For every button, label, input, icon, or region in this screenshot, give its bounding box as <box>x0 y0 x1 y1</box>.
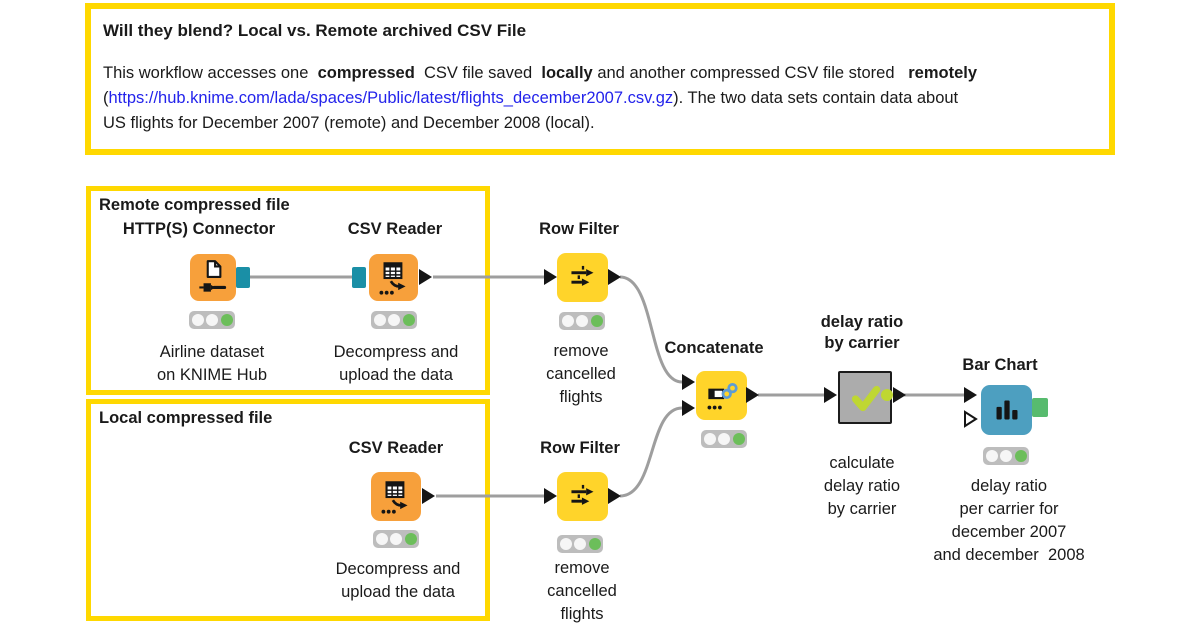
bar-chart-input-port[interactable] <box>964 387 977 403</box>
status-dot <box>718 433 730 445</box>
status-dot <box>388 314 400 326</box>
node-caption-delay-component[interactable]: calculate delay ratio by carrier <box>823 454 901 518</box>
description-bold-remotely: remotely <box>908 64 978 82</box>
document-plug-icon <box>199 259 227 292</box>
node-title-delay-component: delay ratio by carrier <box>820 313 904 352</box>
remote-group-label: Remote compressed file <box>99 196 290 214</box>
table-link-icon <box>707 382 738 409</box>
node-caption-bar-chart[interactable]: delay ratio per carrier for december 200… <box>933 477 1085 564</box>
status-traffic-light <box>371 311 417 329</box>
node-title-row-filter-bottom: Row Filter <box>540 439 620 457</box>
node-title-http-connector: HTTP(S) Connector <box>122 220 276 238</box>
wire-rowfilter-bottom-to-concat[interactable] <box>619 406 683 498</box>
status-dot <box>574 538 586 550</box>
wire-rowfilter-top-to-concat[interactable] <box>619 275 683 384</box>
csv-local-output-port[interactable] <box>422 488 435 504</box>
status-dot-green <box>732 433 745 445</box>
description-text: ( <box>103 89 109 107</box>
annotation-title: Will they blend? Local vs. Remote archiv… <box>103 21 527 40</box>
description-text: ). The two data sets contain data about <box>673 89 959 107</box>
node-csv-reader-local[interactable] <box>371 472 421 521</box>
status-traffic-light <box>557 535 603 553</box>
row-filter-bottom-input-port[interactable] <box>544 488 557 504</box>
status-traffic-light <box>373 530 419 548</box>
row-filter-top-output-port[interactable] <box>608 269 621 285</box>
component-circle-port[interactable] <box>881 389 893 401</box>
csv-remote-input-port[interactable] <box>352 267 366 288</box>
description-text: CSV file saved <box>414 64 542 82</box>
description-bold-compressed: compressed <box>317 64 415 82</box>
component-output-port[interactable] <box>893 387 906 403</box>
status-dot <box>985 450 998 462</box>
table-arrow-icon <box>381 480 408 514</box>
concatenate-input-port-2[interactable] <box>682 400 695 416</box>
status-dot-green <box>1014 450 1027 462</box>
node-caption-http[interactable]: Airline dataset on KNIME Hub <box>156 343 268 384</box>
node-caption-row-filter-top[interactable]: remove cancelled flights <box>546 342 616 406</box>
status-dot <box>576 315 588 327</box>
filter-arrows-icon <box>570 265 593 286</box>
status-dot <box>390 533 402 545</box>
concatenate-input-port-1[interactable] <box>682 374 695 390</box>
description-bold-locally: locally <box>541 64 593 82</box>
workflow-annotation-box[interactable]: Will they blend? Local vs. Remote archiv… <box>85 3 1115 155</box>
status-dot-green <box>220 314 233 326</box>
concatenate-output-port[interactable] <box>746 387 759 403</box>
http-output-port[interactable] <box>236 267 250 288</box>
node-caption-csv-local[interactable]: Decompress and upload the data <box>335 560 461 601</box>
status-dot <box>559 538 572 550</box>
status-traffic-light <box>701 430 747 448</box>
csv-remote-output-port[interactable] <box>419 269 432 285</box>
node-title-csv-reader-remote: CSV Reader <box>347 220 443 238</box>
node-title-row-filter-top: Row Filter <box>539 220 619 238</box>
status-dot <box>703 433 716 445</box>
status-traffic-light <box>559 312 605 330</box>
component-input-port[interactable] <box>824 387 837 403</box>
annotation-description: This workflow accesses one compressed CS… <box>103 61 1097 136</box>
status-dot <box>191 314 204 326</box>
status-dot-green <box>404 533 417 545</box>
knime-hub-link[interactable]: https://hub.knime.com/lada/spaces/Public… <box>108 89 674 107</box>
node-http-connector[interactable] <box>190 254 236 301</box>
node-caption-row-filter-bottom[interactable]: remove cancelled flights <box>547 559 617 623</box>
status-dot-green <box>590 315 603 327</box>
local-group-annotation[interactable]: Local compressed file <box>86 399 490 621</box>
status-dot <box>206 314 218 326</box>
node-csv-reader-remote[interactable] <box>369 254 418 301</box>
status-dot-green <box>588 538 601 550</box>
row-filter-bottom-output-port[interactable] <box>608 488 621 504</box>
description-text: US flights for December 2007 (remote) an… <box>103 114 595 132</box>
node-title-bar-chart: Bar Chart <box>962 356 1038 374</box>
node-concatenate[interactable] <box>696 371 747 420</box>
node-title-concatenate: Concatenate <box>664 339 764 357</box>
table-arrow-icon <box>379 261 406 295</box>
node-row-filter-bottom[interactable] <box>557 472 608 521</box>
filter-arrows-icon <box>570 484 593 505</box>
node-title-csv-reader-local: CSV Reader <box>348 439 444 457</box>
remote-group-annotation[interactable]: Remote compressed file <box>86 186 490 395</box>
status-dot <box>1000 450 1012 462</box>
description-text: This workflow accesses one <box>103 64 318 82</box>
bar-chart-optional-input-port[interactable] <box>963 410 978 428</box>
description-text: and another compressed CSV file stored <box>592 64 909 82</box>
node-bar-chart[interactable] <box>981 385 1032 435</box>
row-filter-top-input-port[interactable] <box>544 269 557 285</box>
checkmark-icon <box>851 385 881 411</box>
status-dot <box>375 533 388 545</box>
node-caption-csv-remote[interactable]: Decompress and upload the data <box>333 343 459 384</box>
status-traffic-light <box>189 311 235 329</box>
status-dot <box>373 314 386 326</box>
local-group-label: Local compressed file <box>99 409 273 427</box>
bar-chart-output-port[interactable] <box>1032 398 1048 417</box>
node-row-filter-top[interactable] <box>557 253 608 302</box>
bar-chart-icon <box>996 400 1017 420</box>
status-traffic-light <box>983 447 1029 465</box>
status-dot-green <box>402 314 415 326</box>
status-dot <box>561 315 574 327</box>
